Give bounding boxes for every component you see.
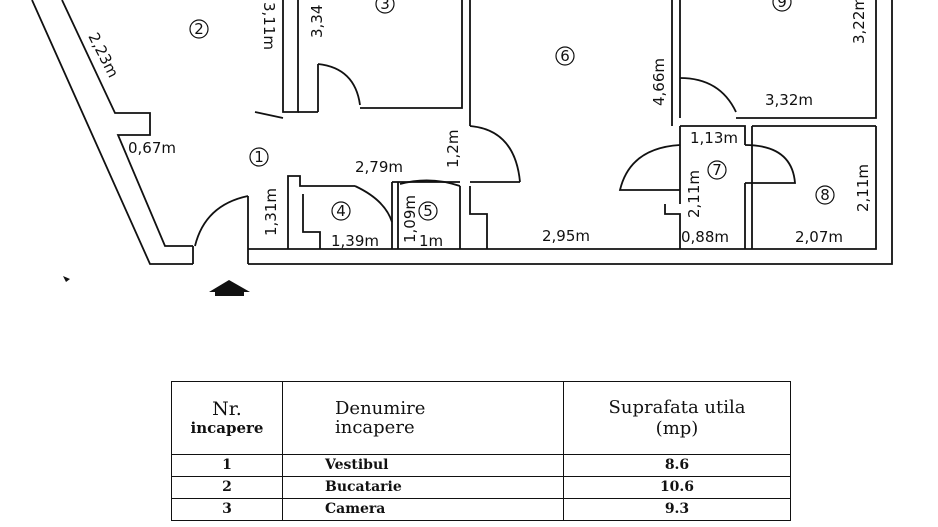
wall-room3-south [360, 0, 463, 109]
dim-0-88: 0,88m [681, 228, 729, 246]
door-3-arc [317, 63, 361, 106]
mark-dot [63, 276, 70, 282]
floor-plan: 2 3 6 9 1 4 5 7 8 2,23m 3,11m 3,34 3,22m… [31, 0, 893, 296]
dim-3-11: 3,11m [260, 2, 278, 50]
header-name: Denumire incapere [282, 381, 564, 455]
header-nr: Nr. incapere [171, 381, 283, 455]
dim-3-22: 3,22m [850, 0, 868, 44]
header-area-line2: (mp) [655, 418, 699, 439]
table-header-row: Nr. incapere Denumire incapere Suprafata… [171, 381, 791, 455]
wall-room9-south [736, 0, 877, 119]
table-row: 3 Camera 9.3 [171, 498, 791, 521]
dim-2-79: 2,79m [355, 158, 403, 176]
wall-room7-west [664, 190, 681, 249]
room-number-8: 8 [820, 186, 830, 204]
wall-south-inner [248, 126, 877, 250]
wall-west-inner [61, 0, 193, 247]
row-name: Camera [282, 498, 564, 521]
wall-room8 [751, 125, 876, 249]
dim-0-67: 0,67m [128, 139, 176, 157]
dim-2-23: 2,23m [84, 30, 122, 81]
wall-west-outer [31, 0, 193, 265]
row-name: Bucatarie [282, 476, 564, 499]
entrance-door-arc [194, 195, 249, 247]
row-area: 9.3 [563, 498, 791, 521]
row-nr: 1 [171, 454, 283, 477]
room-number-4: 4 [336, 202, 346, 220]
dim-3-34: 3,34 [308, 5, 326, 38]
room-number-5: 5 [423, 202, 433, 220]
dim-1-31: 1,31m [262, 188, 280, 236]
wall-vestibule-upper [282, 0, 299, 113]
dim-1-13: 1,13m [690, 129, 738, 147]
entrance-arrow-icon [209, 280, 250, 296]
wall-room7 [679, 125, 746, 190]
dim-2-11-b: 2,11m [854, 164, 872, 212]
room-number-2: 2 [194, 20, 204, 38]
room-number-6: 6 [560, 47, 570, 65]
header-nr-line2: incapere [190, 419, 264, 437]
room-number-3: 3 [380, 0, 390, 13]
dim-2-11-a: 2,11m [685, 170, 703, 218]
header-area: Suprafata utila (mp) [563, 381, 791, 455]
wall-south-outer [248, 0, 893, 265]
dim-3-32: 3,32m [765, 91, 813, 109]
dim-2-95: 2,95m [542, 227, 590, 245]
wall-bath-stub [254, 111, 284, 119]
door-6-arc [469, 125, 521, 183]
rooms-table: Nr. incapere Denumire incapere Suprafata… [171, 381, 791, 521]
header-area-line1: Suprafata utila [608, 397, 746, 418]
door-9-arc [679, 77, 737, 113]
room-number-1: 1 [254, 148, 264, 166]
wall-room4-east [302, 194, 321, 249]
dim-1m: 1m [419, 232, 443, 250]
row-area: 10.6 [563, 476, 791, 499]
table-row: 2 Bucatarie 10.6 [171, 476, 791, 499]
header-name-line2: incapere [335, 417, 415, 438]
wall-room4 [287, 175, 355, 249]
header-name-line1: Denumire [335, 398, 426, 419]
row-nr: 2 [171, 476, 283, 499]
room-number-9: 9 [777, 0, 787, 11]
dim-1-09: 1,09m [401, 195, 419, 243]
dim-1-39: 1,39m [331, 232, 379, 250]
door-8-arc [744, 144, 796, 184]
row-area: 8.6 [563, 454, 791, 477]
door-5-arc [399, 179, 461, 187]
door-4-arc [354, 185, 393, 223]
room-number-7: 7 [712, 161, 722, 179]
row-nr: 3 [171, 498, 283, 521]
wall-room5-east [459, 186, 488, 249]
dim-2-07: 2,07m [795, 228, 843, 246]
dim-4-66: 4,66m [650, 58, 668, 106]
door-7-arc [618, 144, 681, 191]
header-nr-line1: Nr. [212, 398, 242, 420]
row-name: Vestibul [282, 454, 564, 477]
table-row: 1 Vestibul 8.6 [171, 454, 791, 477]
dim-1-2: 1,2m [444, 130, 462, 168]
